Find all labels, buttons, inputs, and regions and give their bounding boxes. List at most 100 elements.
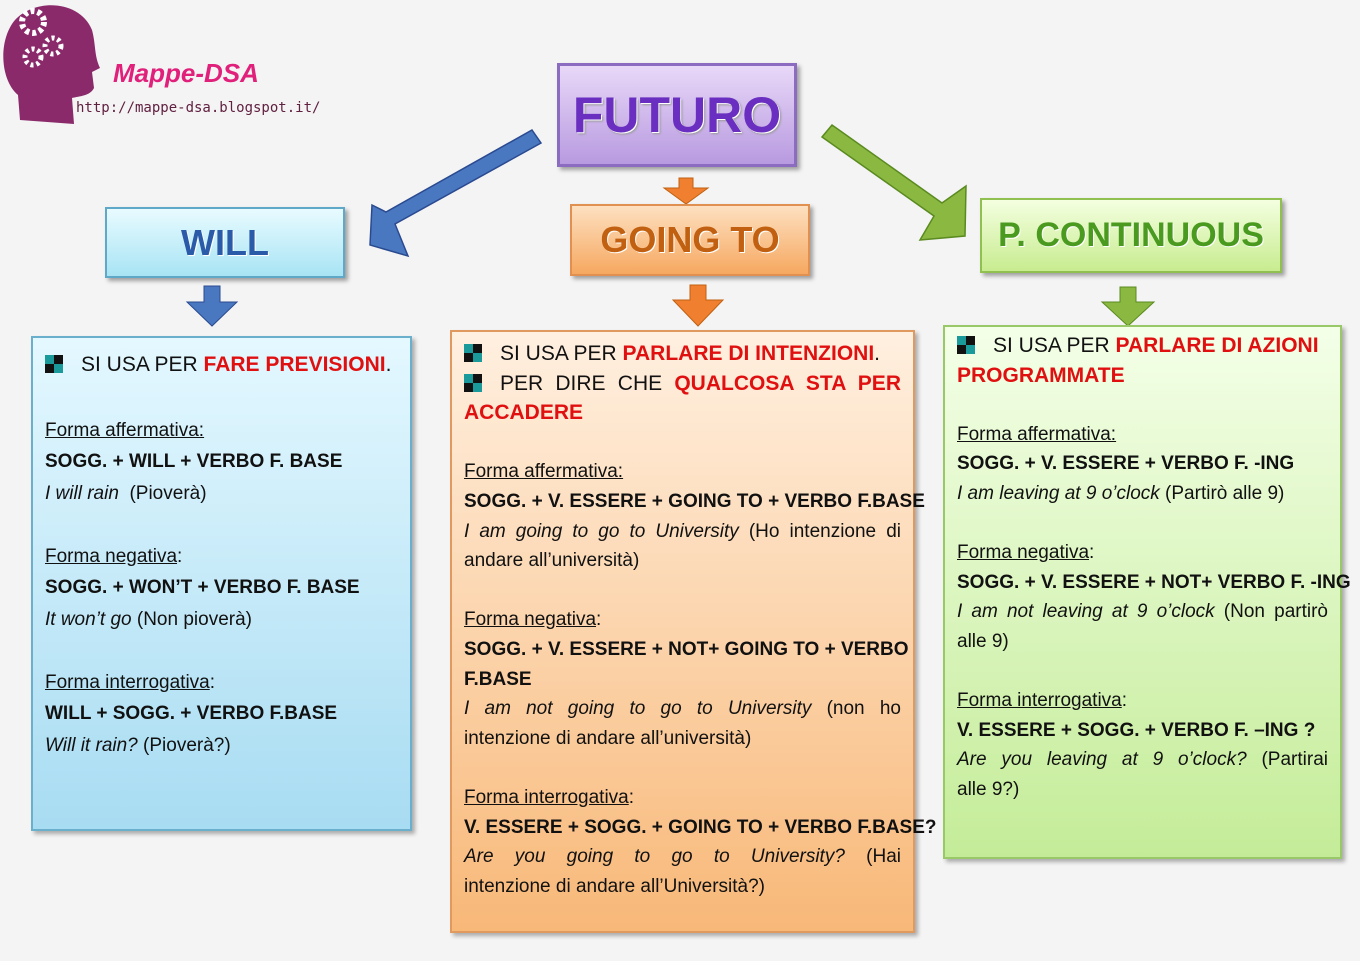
text-segment: (Pioverà) xyxy=(118,482,207,504)
blank-line xyxy=(464,753,901,783)
text-segment: intenzione di andare all’Università?) xyxy=(464,875,766,897)
text-segment: SI USA PER xyxy=(500,342,623,365)
text-segment: SOGG. + V. ESSERE + VERBO F. -ING xyxy=(957,453,1295,475)
text-line: Forma negativa: xyxy=(45,541,398,573)
text-line: Forma interrogativa: xyxy=(45,667,398,699)
text-segment: I am not going to go to University xyxy=(464,698,812,720)
text-segment: SOGG. + WILL + VERBO F. BASE xyxy=(45,451,343,472)
text-line: PROGRAMMATE xyxy=(957,361,1328,391)
text-line: Forma interrogativa: xyxy=(464,783,901,813)
text-segment: Forma negativa xyxy=(45,545,178,567)
text-segment: . xyxy=(874,342,881,365)
text-segment: (Hai xyxy=(844,846,901,868)
arrow-down-will xyxy=(185,285,239,327)
text-line: SI USA PER FARE PREVISIONI. xyxy=(45,346,398,383)
arrow-to-will xyxy=(369,129,543,258)
text-line: Forma negativa: xyxy=(957,538,1328,568)
text-segment: : xyxy=(628,786,635,808)
text-segment: Will it rain? xyxy=(45,734,138,756)
heading-will: WILL xyxy=(105,207,345,278)
text-segment: (Pioverà?) xyxy=(137,734,231,756)
text-line: It won’t go (Non pioverà) xyxy=(45,604,398,636)
text-segment: Forma interrogativa xyxy=(957,690,1122,712)
text-line: I am going to go to University (Ho inten… xyxy=(464,517,901,547)
text-segment: Are you leaving at 9 o’clock? xyxy=(957,749,1247,771)
text-segment: alle 9) xyxy=(957,630,1009,652)
blank-line xyxy=(45,635,398,667)
text-segment: I am going to go to University xyxy=(464,520,739,542)
text-line: SI USA PER PARLARE DI INTENZIONI. xyxy=(464,339,901,369)
text-segment: alle 9?) xyxy=(957,778,1020,800)
text-segment: V. ESSERE + SOGG. + VERBO F. –ING ? xyxy=(957,719,1316,741)
text-line: V. ESSERE + SOGG. + VERBO F. –ING ? xyxy=(957,716,1328,746)
text-segment: : xyxy=(209,671,216,693)
text-segment: (Non partirò xyxy=(1214,601,1328,623)
text-line: V. ESSERE + SOGG. + GOING TO + VERBO F.B… xyxy=(464,813,937,843)
text-segment: F.BASE xyxy=(464,668,532,690)
text-line: andare all’università) xyxy=(464,546,901,576)
text-segment: intenzione di andare all’università) xyxy=(464,727,752,749)
arrow-down-going-1 xyxy=(662,177,710,205)
blank-line xyxy=(45,509,398,541)
text-segment: V. ESSERE + SOGG. + GOING TO + VERBO F.B… xyxy=(464,816,937,838)
text-segment: SOGG. + WON’T + VERBO F. BASE xyxy=(45,577,360,598)
text-line: WILL + SOGG. + VERBO F.BASE xyxy=(45,698,398,730)
text-segment: WILL + SOGG. + VERBO F.BASE xyxy=(45,703,338,724)
text-line: PER DIRE CHE QUALCOSA STA PER xyxy=(464,369,901,399)
text-line: intenzione di andare all’università) xyxy=(464,724,901,754)
heading-going-to: GOING TO xyxy=(570,204,810,276)
text-segment: ACCADERE xyxy=(464,401,584,425)
text-segment: Forma affermativa: xyxy=(45,419,205,441)
text-segment: (Partirò alle 9) xyxy=(1159,482,1285,504)
text-line: alle 9?) xyxy=(957,775,1328,805)
text-segment: : xyxy=(596,609,602,631)
text-segment: PARLARE DI AZIONI xyxy=(1115,334,1319,357)
text-segment: SI USA PER xyxy=(81,353,204,376)
text-line: SOGG. + V. ESSERE + NOT+ GOING TO + VERB… xyxy=(464,635,909,665)
text-line: SOGG. + V. ESSERE + VERBO F. -ING xyxy=(957,449,1328,479)
blank-line xyxy=(957,390,1328,420)
text-line: Forma interrogativa: xyxy=(957,686,1328,716)
text-segment: Forma affermativa: xyxy=(464,461,624,483)
blank-line xyxy=(464,576,901,606)
text-line: SOGG. + WON’T + VERBO F. BASE xyxy=(45,572,398,604)
text-line: F.BASE xyxy=(464,665,901,695)
text-segment: Are you going to go to University? xyxy=(464,846,845,868)
text-line: I am not leaving at 9 o’clock (Non parti… xyxy=(957,597,1328,627)
text-line: Forma affermativa: xyxy=(464,457,901,487)
text-segment: Forma interrogativa xyxy=(464,786,629,808)
text-line: Are you leaving at 9 o’clock? (Partirai xyxy=(957,745,1328,775)
text-segment: PROGRAMMATE xyxy=(957,363,1125,387)
text-line: Forma negativa: xyxy=(464,605,901,635)
text-segment: SOGG. + V. ESSERE + NOT+ GOING TO + VERB… xyxy=(464,638,909,660)
text-segment: PARLARE DI INTENZIONI xyxy=(622,342,875,365)
text-segment: PER DIRE CHE xyxy=(500,371,675,395)
text-segment: SOGG. + V. ESSERE + NOT+ VERBO F. -ING xyxy=(957,571,1351,593)
text-line: ACCADERE xyxy=(464,398,901,428)
arrow-down-continuous xyxy=(1100,286,1156,327)
logo-name: Mappe-DSA xyxy=(113,58,259,88)
text-segment: I will rain xyxy=(45,482,119,504)
blank-line xyxy=(957,509,1328,539)
text-line: SOGG. + V. ESSERE + GOING TO + VERBO F.B… xyxy=(464,487,925,517)
text-line: I will rain (Pioverà) xyxy=(45,478,398,510)
text-segment: (Non pioverà) xyxy=(131,608,252,630)
blank-line xyxy=(45,383,398,415)
text-segment: Forma negativa xyxy=(464,609,597,631)
text-segment: I am leaving at 9 o’clock xyxy=(957,482,1160,504)
bullet-icon xyxy=(957,336,975,354)
title-futuro: FUTURO xyxy=(557,63,797,167)
text-line: Forma affermativa: xyxy=(957,420,1328,450)
text-line: Will it rain? (Pioverà?) xyxy=(45,730,398,762)
text-line: intenzione di andare all’Università?) xyxy=(464,872,901,902)
text-segment: QUALCOSA STA PER xyxy=(674,371,901,395)
text-segment: : xyxy=(1089,542,1095,564)
arrow-to-continuous xyxy=(820,123,967,241)
text-line: I am leaving at 9 o’clock (Partirò alle … xyxy=(957,479,1328,509)
text-line: SOGG. + WILL + VERBO F. BASE xyxy=(45,446,398,478)
logo-url[interactable]: http://mappe-dsa.blogspot.it/ xyxy=(76,100,321,116)
going-to-rules-box: SI USA PER PARLARE DI INTENZIONI.PER DIR… xyxy=(450,330,937,933)
text-segment: It won’t go xyxy=(45,608,132,630)
